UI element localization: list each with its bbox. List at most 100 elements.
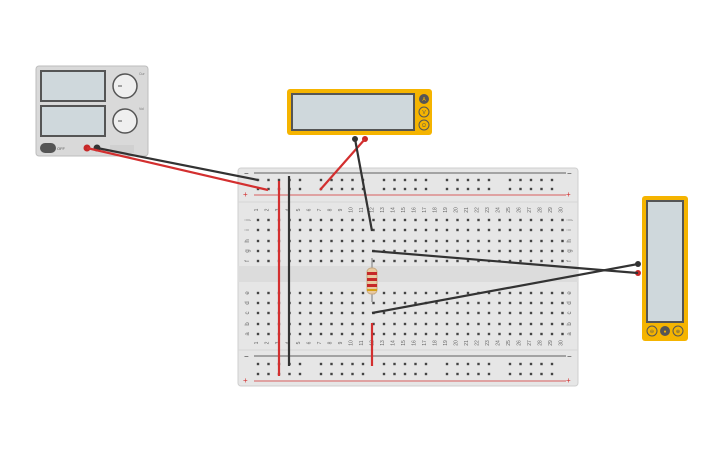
rail-hole[interactable]: [256, 372, 260, 376]
breadboard-hole[interactable]: [340, 301, 344, 305]
rail-hole[interactable]: [256, 362, 260, 366]
breadboard-hole[interactable]: [435, 311, 438, 315]
breadboard-hole[interactable]: [298, 239, 302, 243]
breadboard-hole[interactable]: [361, 332, 365, 336]
breadboard-hole[interactable]: [309, 259, 312, 263]
rail-hole[interactable]: [340, 187, 344, 191]
breadboard-hole[interactable]: [561, 332, 564, 336]
breadboard-hole[interactable]: [298, 259, 302, 263]
breadboard-hole[interactable]: [319, 259, 323, 263]
rail-hole[interactable]: [550, 178, 554, 182]
breadboard-hole[interactable]: [256, 249, 260, 253]
breadboard-hole[interactable]: [361, 239, 365, 243]
rail-hole[interactable]: [456, 362, 459, 366]
breadboard-hole[interactable]: [466, 332, 470, 336]
breadboard-hole[interactable]: [540, 291, 543, 295]
wires[interactable]: [86, 138, 639, 376]
rail-hole[interactable]: [330, 187, 333, 191]
breadboard-hole[interactable]: [267, 322, 270, 326]
breadboard-hole[interactable]: [319, 311, 323, 315]
mode-button-v[interactable]: [418, 106, 430, 118]
rail-hole[interactable]: [445, 362, 449, 366]
breadboard-hole[interactable]: [351, 332, 354, 336]
rail-hole[interactable]: [519, 362, 522, 366]
breadboard-hole[interactable]: [466, 301, 470, 305]
breadboard-hole[interactable]: [508, 332, 512, 336]
breadboard-hole[interactable]: [361, 218, 365, 222]
rail-hole[interactable]: [351, 187, 354, 191]
rail-hole[interactable]: [508, 178, 512, 182]
breadboard-hole[interactable]: [519, 259, 522, 263]
rail-hole[interactable]: [477, 362, 480, 366]
rail-hole[interactable]: [508, 362, 512, 366]
breadboard-hole[interactable]: [508, 291, 512, 295]
rail-hole[interactable]: [414, 372, 417, 376]
rail-hole[interactable]: [424, 178, 428, 182]
rail-hole[interactable]: [298, 178, 302, 182]
breadboard-hole[interactable]: [487, 301, 491, 305]
breadboard-hole[interactable]: [319, 291, 323, 295]
rail-hole[interactable]: [393, 187, 396, 191]
breadboard-hole[interactable]: [267, 218, 270, 222]
rail-hole[interactable]: [456, 178, 459, 182]
breadboard-hole[interactable]: [498, 291, 501, 295]
breadboard-hole[interactable]: [529, 332, 533, 336]
rail-hole[interactable]: [477, 178, 480, 182]
breadboard-hole[interactable]: [340, 218, 344, 222]
rail-hole[interactable]: [466, 187, 470, 191]
breadboard-hole[interactable]: [330, 239, 333, 243]
breadboard-hole[interactable]: [498, 332, 501, 336]
breadboard-hole[interactable]: [319, 332, 323, 336]
breadboard-hole[interactable]: [519, 332, 522, 336]
breadboard-hole[interactable]: [309, 332, 312, 336]
breadboard-hole[interactable]: [540, 218, 543, 222]
breadboard-hole[interactable]: [382, 311, 386, 315]
breadboard-hole[interactable]: [550, 291, 554, 295]
rail-hole[interactable]: [477, 372, 480, 376]
rail-hole[interactable]: [540, 372, 543, 376]
breadboard-hole[interactable]: [298, 249, 302, 253]
breadboard-hole[interactable]: [351, 322, 354, 326]
breadboard-hole[interactable]: [414, 249, 417, 253]
breadboard-hole[interactable]: [340, 249, 344, 253]
breadboard-hole[interactable]: [403, 228, 407, 232]
rail-hole[interactable]: [540, 178, 543, 182]
breadboard-hole[interactable]: [550, 311, 554, 315]
breadboard-hole[interactable]: [330, 301, 333, 305]
breadboard-hole[interactable]: [330, 249, 333, 253]
breadboard-hole[interactable]: [298, 311, 302, 315]
power-toggle[interactable]: [40, 143, 56, 153]
breadboard-hole[interactable]: [477, 332, 480, 336]
breadboard-hole[interactable]: [267, 259, 270, 263]
breadboard-hole[interactable]: [498, 239, 501, 243]
breadboard-hole[interactable]: [267, 239, 270, 243]
rail-hole[interactable]: [403, 187, 407, 191]
breadboard-hole[interactable]: [372, 259, 375, 263]
rail-hole[interactable]: [319, 362, 323, 366]
breadboard-hole[interactable]: [477, 218, 480, 222]
breadboard-hole[interactable]: [508, 239, 512, 243]
wire-top-meter-black[interactable]: [353, 138, 374, 232]
breadboard-hole[interactable]: [361, 291, 365, 295]
breadboard-hole[interactable]: [393, 291, 396, 295]
right-mode-button-3[interactable]: [672, 325, 684, 337]
breadboard-hole[interactable]: [351, 228, 354, 232]
rail-hole[interactable]: [445, 187, 449, 191]
breadboard-hole[interactable]: [372, 228, 375, 232]
breadboard-hole[interactable]: [540, 301, 543, 305]
breadboard-hole[interactable]: [330, 228, 333, 232]
breadboard-hole[interactable]: [340, 332, 344, 336]
breadboard-hole[interactable]: [267, 249, 270, 253]
breadboard-hole[interactable]: [403, 332, 407, 336]
breadboard-hole[interactable]: [519, 249, 522, 253]
rail-hole[interactable]: [424, 187, 428, 191]
rail-hole[interactable]: [393, 178, 396, 182]
breadboard-hole[interactable]: [424, 259, 428, 263]
rail-hole[interactable]: [277, 178, 281, 182]
breadboard-hole[interactable]: [414, 332, 417, 336]
breadboard-hole[interactable]: [309, 218, 312, 222]
breadboard-hole[interactable]: [529, 301, 533, 305]
rail-hole[interactable]: [466, 362, 470, 366]
breadboard-hole[interactable]: [267, 332, 270, 336]
breadboard-hole[interactable]: [508, 228, 512, 232]
